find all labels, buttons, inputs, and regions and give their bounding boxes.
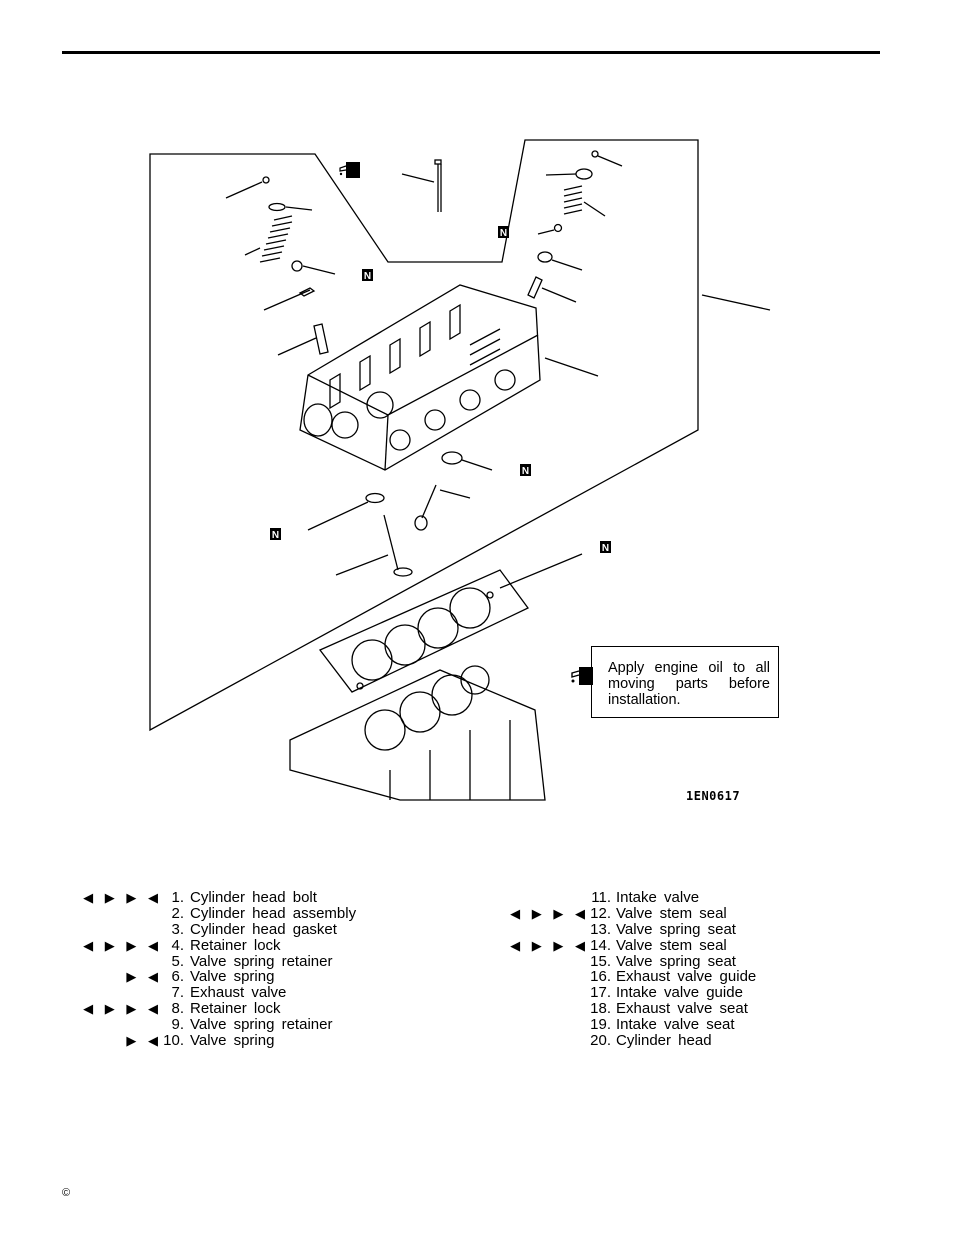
legend-part-name: Valve spring [190, 968, 275, 986]
oil-can-icon [571, 667, 593, 685]
legend-part-name: Cylinder head gasket [190, 920, 337, 938]
cylinder-head-exploded-diagram: N N N N N [149, 139, 771, 801]
legend-part-name: Exhaust valve seat [616, 1000, 748, 1018]
legend-part-name: Intake valve guide [616, 984, 743, 1002]
note-text: Apply engine oil to all moving parts bef… [608, 660, 770, 708]
legend-number: 15. [590, 952, 611, 970]
service-marks: ◀ ▶ ▶ ◀ [83, 890, 162, 905]
legend-number: 3. [171, 920, 184, 938]
service-marks: ◀ ▶ ▶ ◀ [83, 1001, 162, 1017]
legend-number: 5. [171, 952, 184, 970]
service-marks: ◀ ▶ ▶ ◀ [83, 937, 162, 953]
note-box: Apply engine oil to all moving parts bef… [571, 646, 779, 718]
legend-part-name: Retainer lock [190, 1000, 281, 1018]
new-part-badge: N [602, 543, 609, 554]
legend-part-name: Valve spring retainer [190, 952, 333, 970]
legend-number: 1. [171, 889, 184, 906]
service-marks: ▶ ◀ [126, 1033, 162, 1049]
service-marks: ◀ ▶ ▶ ◀ [510, 905, 589, 921]
figure-code: 1EN0617 [686, 789, 741, 803]
legend-part-name: Cylinder head [616, 1032, 712, 1050]
engine-block [289, 665, 546, 801]
legend-number: 18. [590, 1000, 611, 1018]
legend-part-name: Valve spring retainer [190, 1016, 333, 1034]
legend-number: 16. [590, 968, 611, 986]
legend-number: 8. [171, 1000, 184, 1018]
left-valve-spring [259, 215, 293, 263]
legend-part-name: Cylinder head bolt [190, 889, 317, 906]
legend-part-name: Valve spring seat [616, 920, 736, 938]
new-part-badge: N [364, 271, 371, 282]
legend-part-name: Retainer lock [190, 936, 281, 954]
legend-number: 7. [171, 984, 184, 1002]
legend-part-name: Cylinder head assembly [190, 904, 357, 922]
legend-part-name: Intake valve [616, 889, 700, 906]
cylinder-head-block [299, 284, 541, 471]
legend-number: 11. [591, 889, 611, 906]
legend-number: 13. [590, 920, 611, 938]
legend-number: 12. [590, 904, 611, 922]
legend-number: 17. [590, 984, 611, 1002]
legend-number: 6. [171, 968, 184, 986]
right-valve-spring [563, 185, 583, 215]
legend-part-name: Valve spring seat [616, 952, 736, 970]
legend-number: 20. [590, 1032, 611, 1050]
oil-can-icon [339, 162, 360, 178]
cylinder-head-gasket [318, 569, 529, 693]
service-marks: ▶ ◀ [126, 969, 162, 985]
legend-part-name: Valve spring [190, 1032, 275, 1050]
enclosure-outline [149, 139, 699, 732]
legend-part-name: Valve stem seal [616, 936, 727, 954]
legend-number: 19. [590, 1016, 611, 1034]
legend-part-name: Valve stem seal [616, 904, 727, 922]
new-part-badge: N [272, 530, 279, 541]
legend-part-name: Intake valve seat [616, 1016, 735, 1034]
service-marks: ◀ ▶ ▶ ◀ [510, 937, 589, 953]
new-part-badge: N [522, 466, 529, 477]
legend-number: 4. [171, 936, 184, 954]
legend-number: 14. [590, 936, 611, 954]
header-rule [62, 51, 880, 54]
legend-part-name: Exhaust valve [190, 984, 287, 1002]
new-part-badge: N [500, 228, 507, 239]
legend-part-name: Exhaust valve guide [616, 968, 757, 986]
legend-number: 2. [171, 904, 184, 922]
legend-number: 9. [171, 1016, 184, 1034]
legend-number: 10. [163, 1032, 184, 1050]
copyright: © [62, 1187, 71, 1199]
